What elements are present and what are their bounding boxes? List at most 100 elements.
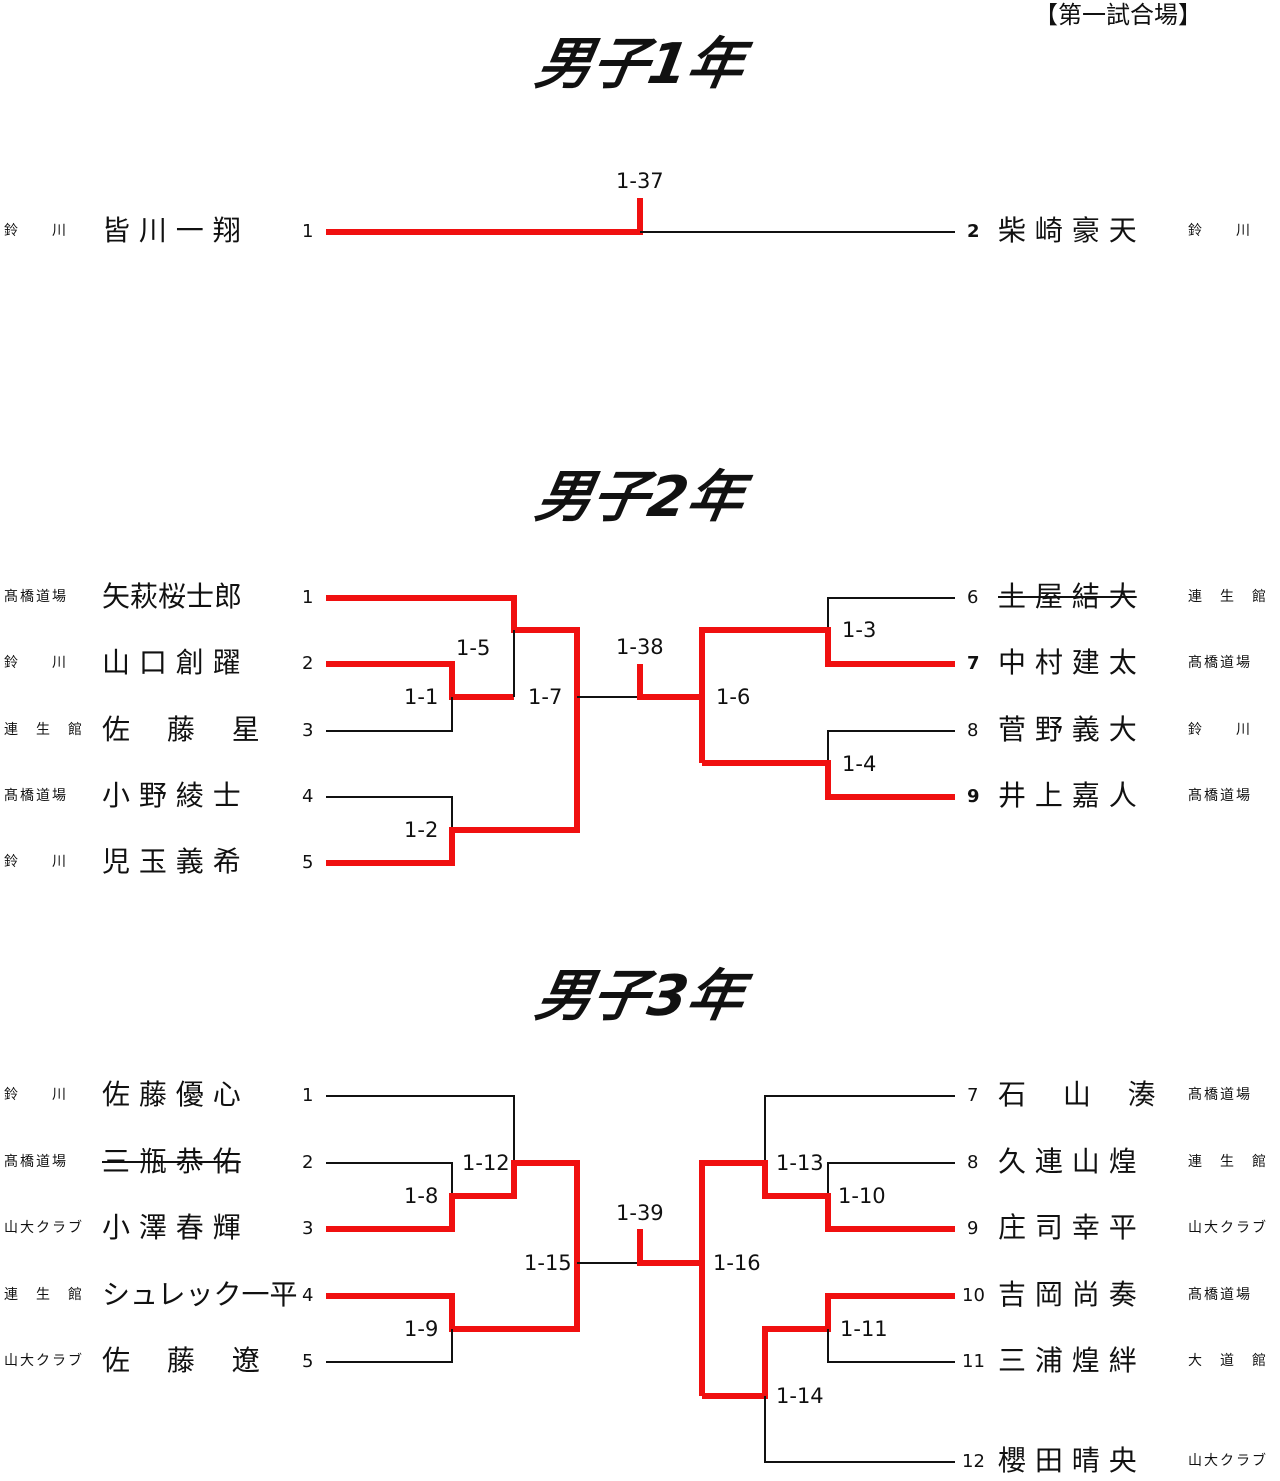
match-label-1-14: 1-14 — [776, 1384, 824, 1408]
player-name: 児 玉 義 希 — [102, 845, 241, 878]
player-name: 久 連 山 煌 — [998, 1145, 1137, 1178]
d3-r-p11 — [827, 1329, 955, 1363]
d3-l-p1 — [326, 1095, 515, 1163]
match-label-1-37: 1-37 — [616, 169, 664, 193]
d2-final — [637, 664, 705, 763]
match-label-1-9: 1-9 — [404, 1317, 439, 1341]
player-name: 山 口 創 躍 — [102, 646, 241, 679]
player-name: 三 浦 煌 絆 — [998, 1344, 1137, 1377]
match-label-1-3: 1-3 — [842, 618, 877, 642]
match-label-1-15: 1-15 — [524, 1251, 572, 1275]
player-seed: 1 — [302, 221, 314, 242]
player-name: 吉 岡 尚 奏 — [998, 1278, 1137, 1311]
player-name: 庄 司 幸 平 — [998, 1211, 1137, 1244]
d2-r-p7 — [699, 627, 955, 697]
match-label-1-4: 1-4 — [842, 752, 877, 776]
player-name: 櫻 田 晴 央 — [998, 1444, 1137, 1477]
player-club: 山大クラブ — [4, 1353, 84, 1369]
player-club: 連 生 館 — [4, 1287, 84, 1303]
player-club: 髙橋道場 — [1188, 788, 1252, 804]
player-name: 石 山 湊 — [998, 1078, 1156, 1111]
player-name: 中 村 建 太 — [998, 646, 1137, 679]
player-seed: 12 — [962, 1451, 985, 1472]
d3-l-p5 — [326, 1329, 453, 1363]
player-name: 柴 崎 豪 天 — [998, 214, 1137, 247]
d2-r-p6 — [827, 597, 955, 630]
player-club: 髙橋道場 — [1188, 1087, 1252, 1103]
d3-r-p10 — [702, 1293, 955, 1399]
player-club: 大 道 館 — [1188, 1353, 1268, 1369]
player-seed: 9 — [967, 786, 980, 807]
player-club: 山大クラブ — [1188, 1453, 1268, 1469]
d3-r-p8 — [827, 1162, 955, 1196]
player-club: 鈴 川 — [4, 1087, 68, 1103]
match-label-1-7: 1-7 — [528, 685, 563, 709]
d2-l-p5 — [326, 697, 580, 866]
player-name: 皆 川 一 翔 — [102, 214, 241, 247]
player-seed: 1 — [302, 1085, 314, 1106]
player-seed: 2 — [302, 1152, 314, 1173]
player-seed: 6 — [967, 587, 979, 608]
player-name-withdrawn: 三 瓶 恭 佑 — [102, 1145, 241, 1178]
player-seed: 11 — [962, 1351, 985, 1372]
player-club: 連 生 館 — [1188, 589, 1268, 605]
player-club: 連 生 館 — [1188, 1154, 1268, 1170]
player-seed: 5 — [302, 1351, 314, 1372]
player-club: 連 生 館 — [4, 722, 84, 738]
player-seed: 3 — [302, 720, 314, 741]
player-club: 鈴 川 — [4, 655, 68, 671]
player-club: 髙橋道場 — [1188, 655, 1252, 671]
player-seed: 9 — [967, 1218, 979, 1239]
d1-line-winner — [326, 198, 643, 235]
player-club: 鈴 川 — [1188, 223, 1252, 239]
match-label-1-8: 1-8 — [404, 1184, 439, 1208]
match-label-1-2: 1-2 — [404, 818, 439, 842]
player-seed: 7 — [967, 1085, 979, 1106]
d3-r-p12 — [764, 1396, 955, 1463]
player-seed: 1 — [302, 587, 314, 608]
player-seed: 7 — [967, 653, 980, 674]
player-seed: 8 — [967, 720, 979, 741]
d3-l-p3 — [326, 1160, 580, 1263]
player-club: 山大クラブ — [1188, 1220, 1268, 1236]
player-seed: 3 — [302, 1218, 314, 1239]
player-club: 鈴 川 — [4, 223, 68, 239]
match-label-1-6: 1-6 — [716, 685, 751, 709]
d2-l-p2 — [326, 661, 514, 700]
player-club: 髙橋道場 — [4, 589, 68, 605]
player-seed: 2 — [967, 221, 980, 242]
d3-r-p7 — [764, 1095, 955, 1163]
player-name-withdrawn: 土 屋 結 大 — [998, 580, 1137, 613]
match-label-1-16: 1-16 — [713, 1251, 761, 1275]
player-club: 髙橋道場 — [4, 788, 68, 804]
player-club: 山大クラブ — [4, 1220, 84, 1236]
player-seed: 4 — [302, 1285, 314, 1306]
d3-l-p2 — [326, 1162, 453, 1196]
player-club: 鈴 川 — [1188, 722, 1252, 738]
d2-l-p4 — [326, 796, 453, 830]
player-club: 鈴 川 — [4, 854, 68, 870]
d3-final — [637, 1229, 705, 1396]
player-name: 佐 藤 優 心 — [102, 1078, 241, 1111]
player-seed: 2 — [302, 653, 314, 674]
d3-r-p9 — [699, 1160, 955, 1263]
d2-l-p3 — [326, 697, 453, 732]
player-seed: 4 — [302, 786, 314, 807]
match-label-1-5: 1-5 — [456, 636, 491, 660]
match-label-1-1: 1-1 — [404, 685, 439, 709]
player-name: 小 澤 春 輝 — [102, 1211, 241, 1244]
player-seed: 8 — [967, 1152, 979, 1173]
player-name: 菅 野 義 大 — [998, 713, 1137, 746]
player-name: 佐 藤 遼 — [102, 1344, 260, 1377]
player-seed: 5 — [302, 852, 314, 873]
player-name: シュレック一平 — [102, 1278, 298, 1311]
match-label-1-10: 1-10 — [838, 1184, 886, 1208]
player-name: 矢萩桜士郎 — [102, 580, 243, 613]
player-club: 髙橋道場 — [4, 1154, 68, 1170]
match-label-1-13: 1-13 — [776, 1151, 824, 1175]
player-name: 井 上 嘉 人 — [998, 779, 1137, 812]
venue-label: 【第一試合場】 — [1034, 1, 1202, 29]
player-name: 佐 藤 星 — [102, 713, 260, 746]
match-label-1-12: 1-12 — [462, 1151, 510, 1175]
